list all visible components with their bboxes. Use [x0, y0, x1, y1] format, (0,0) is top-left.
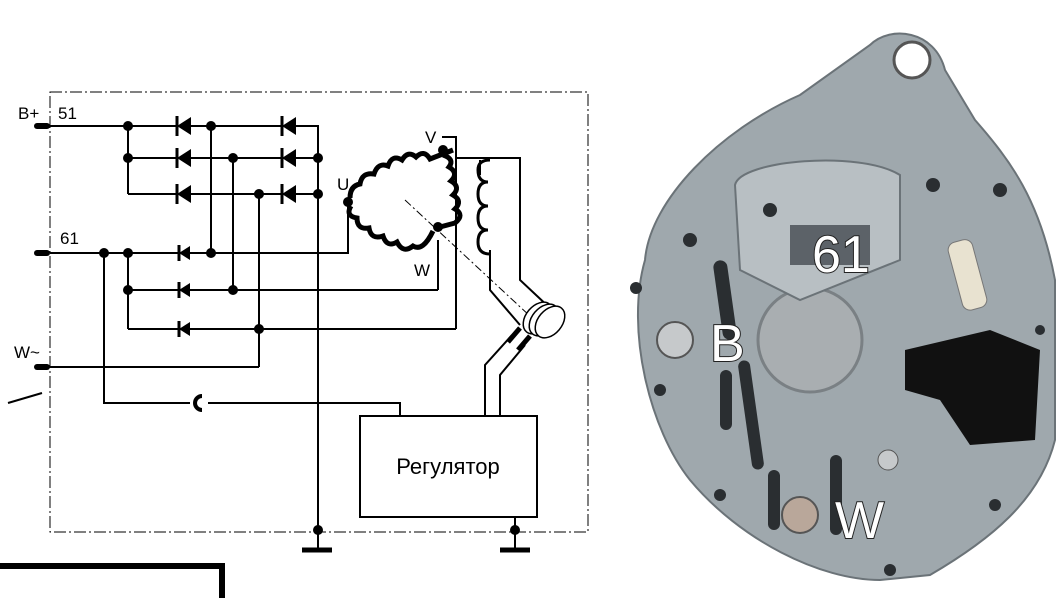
rotor-coil [476, 158, 491, 256]
alternator-photo [630, 32, 1056, 582]
winding-w-label: W [414, 261, 430, 280]
winding-u-label: U [337, 175, 349, 194]
photo-label-b: B [710, 315, 745, 373]
photo-label-w: W [835, 492, 884, 550]
terminals [7, 123, 50, 404]
regulator-label: Регулятор [396, 454, 500, 479]
terminal-b-plus-label: B+ [18, 104, 39, 123]
regulator-box [359, 415, 538, 518]
terminal-61-label: 61 [60, 229, 79, 248]
terminal-51-label: 51 [58, 104, 77, 123]
connector-icon [193, 394, 203, 412]
photo-label-61: 61 [812, 226, 870, 284]
winding-v-label: V [425, 128, 437, 147]
frame-edge [0, 563, 225, 598]
rectifier-diodes [175, 114, 298, 339]
slip-rings [506, 301, 566, 352]
stator-windings [346, 147, 463, 252]
terminal-w-label: W~ [14, 343, 40, 362]
junction-dots [99, 121, 520, 535]
